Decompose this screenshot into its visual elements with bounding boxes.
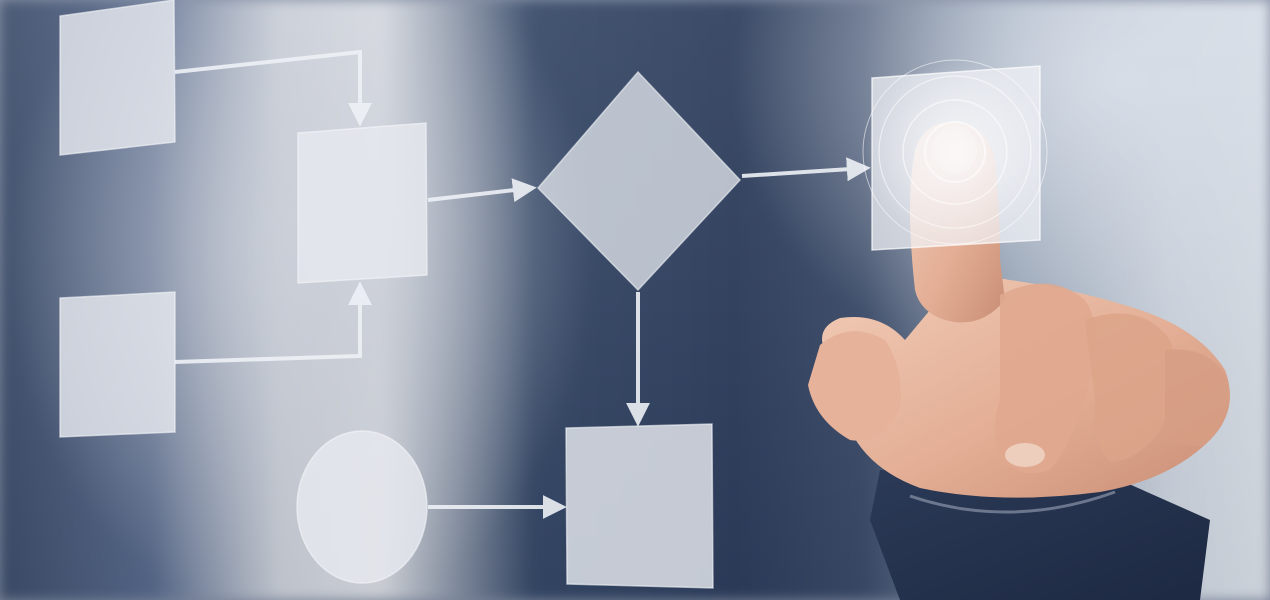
touch-glow [865, 62, 1045, 242]
little-finger [1165, 349, 1229, 447]
flowchart-box-mid-left[interactable] [59, 291, 176, 438]
flowchart-connectors [174, 49, 871, 519]
connector-top-left-to-process [174, 49, 372, 127]
middle-finger [995, 283, 1097, 474]
connector-process-to-decision [427, 178, 537, 203]
flowchart-box-process[interactable] [297, 122, 428, 284]
flowchart-circle-start[interactable] [296, 430, 428, 584]
flowchart-box-top-left[interactable] [59, 0, 176, 156]
shirt-cuff [909, 490, 1116, 514]
fingernail [1005, 443, 1045, 467]
connector-decision-to-target [741, 157, 871, 182]
flowchart-decision-diamond[interactable] [536, 70, 742, 292]
connector-mid-left-to-process [174, 281, 372, 364]
flowchart-box-touched[interactable] [862, 59, 1048, 251]
thumb [808, 331, 901, 441]
flowchart-box-bottom[interactable] [565, 423, 714, 589]
ring-finger [1085, 313, 1176, 462]
touch-ripples [862, 59, 1048, 245]
suit-sleeve [870, 470, 1210, 600]
